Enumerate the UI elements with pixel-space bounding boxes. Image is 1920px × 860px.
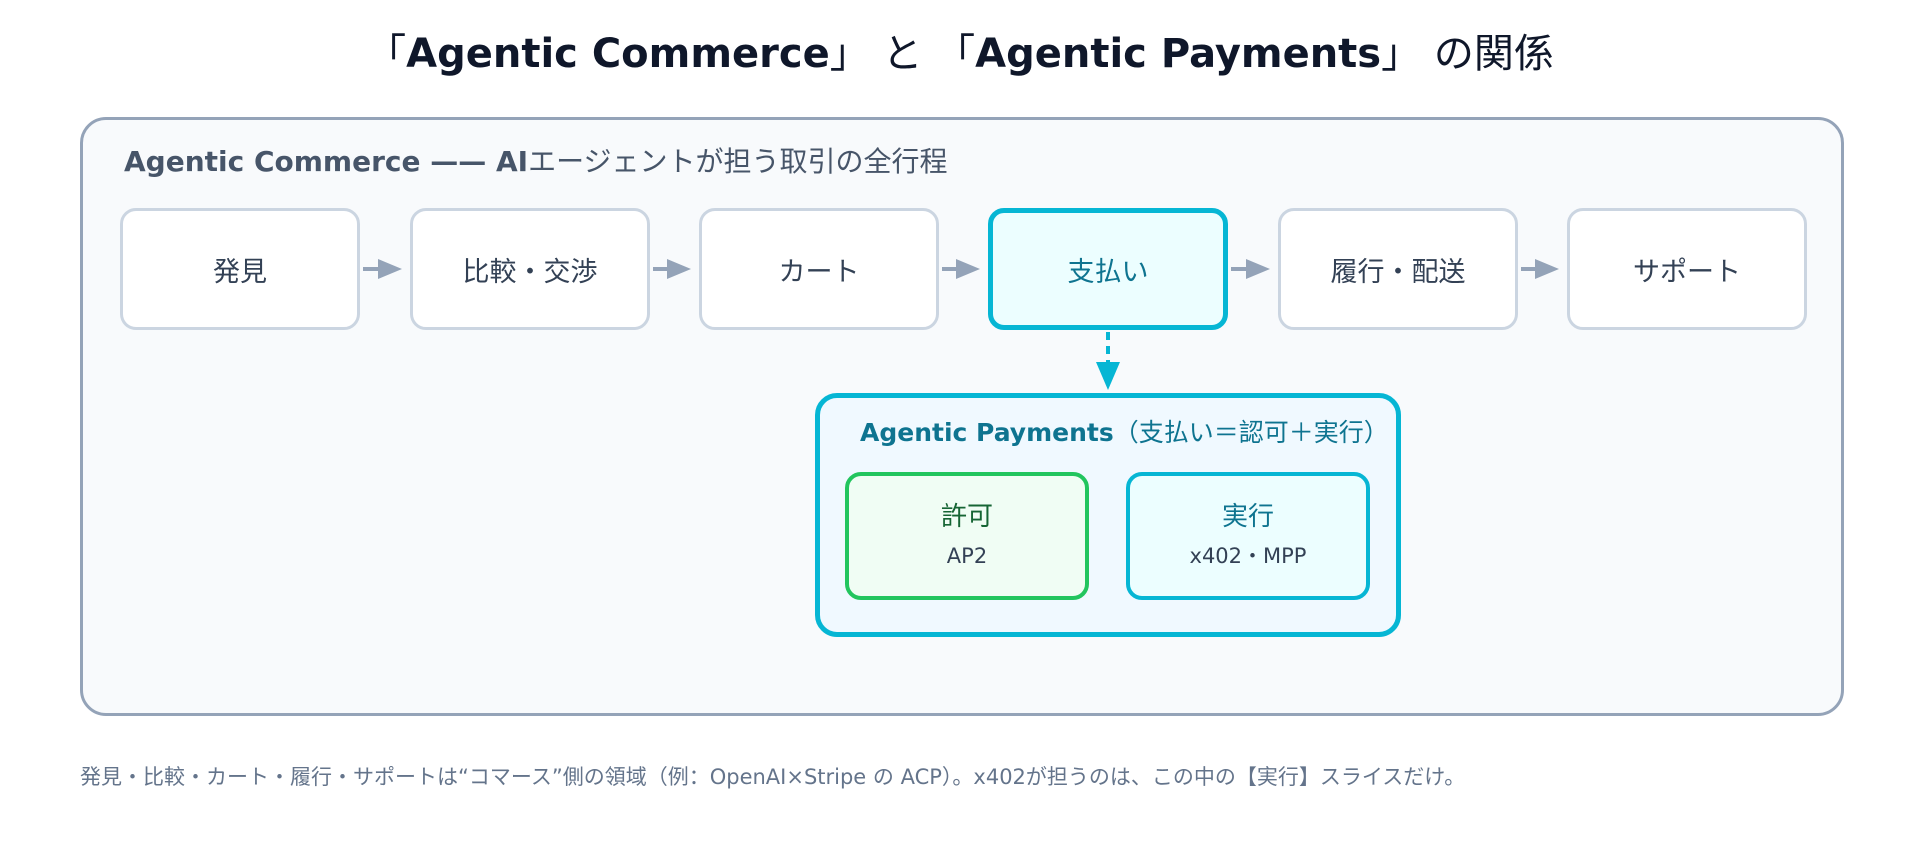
step-support: サポート [1567,208,1807,330]
title-open-bracket-2: 「 [935,31,976,77]
title-term-agentic-payments: Agentic Payments [975,31,1382,77]
agentic-payments-heading: Agentic Payments（支払い＝認可＋実行） [860,415,1389,451]
commerce-heading-rest: エージェントが担う取引の全行程 [528,145,948,178]
title-connector: と [882,31,923,77]
footnote: 発見・比較・カート・履行・サポートは“コマース”側の領域（例：OpenAI×St… [80,765,1466,789]
execution-title: 実行 [1221,502,1274,532]
payments-heading-bold: Agentic Payments [860,418,1114,447]
title-close-bracket-2: 」 [1381,31,1422,77]
step-discovery: 発見 [120,208,360,330]
step-payment: 支払い [988,208,1228,330]
title-term-agentic-commerce: Agentic Commerce [406,31,830,77]
execution-box: 実行 x402・MPP [1126,472,1370,600]
authorization-protocol: AP2 [946,544,988,568]
step-fulfillment-delivery: 履行・配送 [1278,208,1518,330]
title-tail: の関係 [1433,31,1554,77]
authorization-title: 許可 [940,502,993,532]
authorization-box: 許可 AP2 [845,472,1089,600]
step-compare-negotiate: 比較・交渉 [410,208,650,330]
title-close-bracket-1: 」 [829,31,870,77]
step-cart: カート [699,208,939,330]
diagram-title: 「Agentic Commerce」 と 「Agentic Payments」 … [0,26,1920,82]
execution-protocol: x402・MPP [1189,544,1307,568]
agentic-commerce-heading: Agentic Commerce —— AIエージェントが担う取引の全行程 [124,142,948,182]
payments-heading-rest: （支払い＝認可＋実行） [1113,418,1389,447]
title-open-bracket-1: 「 [366,31,407,77]
commerce-heading-bold: Agentic Commerce —— AI [124,145,529,178]
